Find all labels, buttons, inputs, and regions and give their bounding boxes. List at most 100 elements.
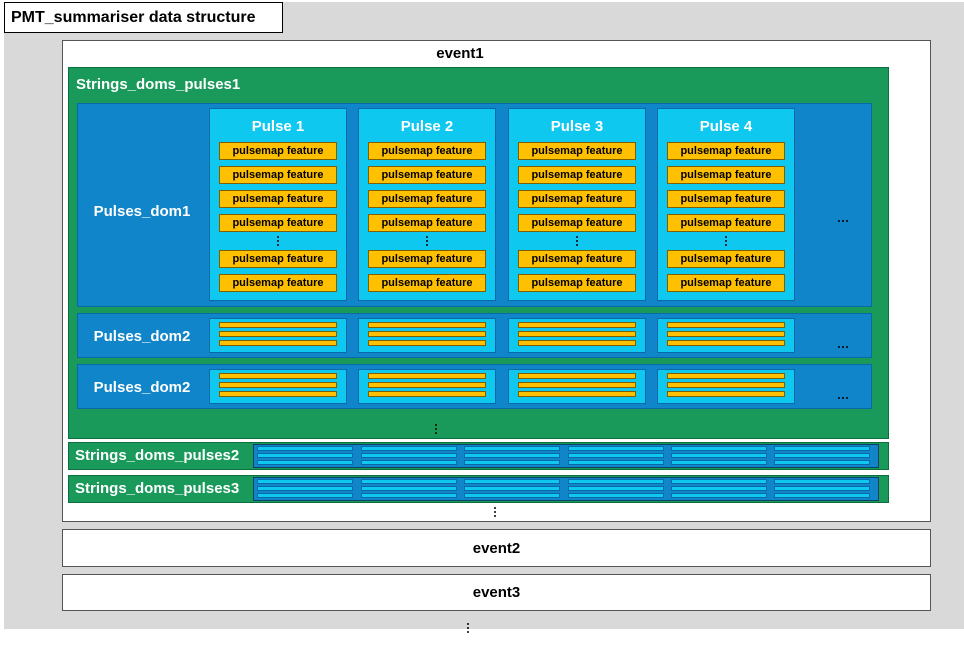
dom1-more-pulses-ellipsis xyxy=(838,209,850,227)
event3-box: event3 xyxy=(62,574,931,611)
pulsemap-feature: pulsemap feature xyxy=(368,250,486,268)
pulsemap-feature-bar xyxy=(219,331,337,337)
sdp2-collapsed-pulse xyxy=(257,460,353,465)
more-doms-ellipsis xyxy=(434,424,438,436)
pulsemap-feature: pulsemap feature xyxy=(219,142,337,160)
pulsemap-feature-bar xyxy=(368,340,486,346)
sdp2-collapsed-pulse xyxy=(361,453,457,458)
sdp2-collapsed-pulse xyxy=(774,460,870,465)
pulsemap-feature: pulsemap feature xyxy=(667,190,785,208)
pulse-label-1: Pulse 1 xyxy=(251,117,305,135)
sdp3-collapsed-pulse xyxy=(361,493,457,498)
sdp2-collapsed-pulse xyxy=(464,446,560,451)
pulsemap-feature: pulsemap feature xyxy=(368,190,486,208)
pulsemap-feature-bar xyxy=(219,382,337,388)
pulsemap-feature-bar xyxy=(518,382,636,388)
sdp2-collapsed-pulse xyxy=(774,453,870,458)
pulsemap-feature-bar xyxy=(219,391,337,397)
sdp3-collapsed-pulse xyxy=(671,493,767,498)
pulsemap-feature-bar xyxy=(518,322,636,328)
pulsemap-feature-bar xyxy=(219,322,337,328)
diagram-title: PMT_summariser data structure xyxy=(4,2,283,33)
sdp2-collapsed-pulse xyxy=(774,446,870,451)
pulsemap-feature: pulsemap feature xyxy=(368,142,486,160)
sdp2-collapsed-pulse xyxy=(568,453,664,458)
sdp2-collapsed-pulse xyxy=(257,446,353,451)
event3-label: event3 xyxy=(472,584,521,601)
strings-doms-pulses3-label: Strings_doms_pulses3 xyxy=(75,480,240,497)
sdp2-collapsed-pulse xyxy=(671,460,767,465)
pulsemap-feature: pulsemap feature xyxy=(219,166,337,184)
sdp3-collapsed-pulse xyxy=(568,493,664,498)
pulsemap-feature: pulsemap feature xyxy=(518,142,636,160)
sdp3-collapsed-pulse xyxy=(361,479,457,484)
pulsemap-feature: pulsemap feature xyxy=(667,250,785,268)
pulsemap-feature-bar xyxy=(667,331,785,337)
sdp3-collapsed-pulse xyxy=(464,486,560,491)
event2-box: event2 xyxy=(62,529,931,567)
pulsemap-feature-bar xyxy=(667,322,785,328)
more-features-ellipsis xyxy=(724,236,728,248)
sdp2-collapsed-pulse xyxy=(257,453,353,458)
pulsemap-feature: pulsemap feature xyxy=(667,142,785,160)
pulsemap-feature-bar xyxy=(667,373,785,379)
sdp3-collapsed-pulse xyxy=(257,493,353,498)
sdp3-collapsed-pulse xyxy=(568,479,664,484)
pulsemap-feature-bar xyxy=(518,331,636,337)
pulsemap-feature: pulsemap feature xyxy=(518,166,636,184)
sdp2-collapsed-pulse xyxy=(464,460,560,465)
pulse-label-2: Pulse 2 xyxy=(400,117,454,135)
pulsemap-feature-bar xyxy=(518,373,636,379)
pulsemap-feature: pulsemap feature xyxy=(368,166,486,184)
sdp2-collapsed-pulse xyxy=(671,453,767,458)
sdp3-collapsed-pulse xyxy=(257,479,353,484)
more-events-ellipsis xyxy=(466,623,470,635)
event2-label: event2 xyxy=(472,539,521,557)
sdp3-collapsed-pulse xyxy=(568,486,664,491)
dom2a-more-pulses-ellipsis xyxy=(838,335,850,353)
pulsemap-feature: pulsemap feature xyxy=(518,250,636,268)
pulsemap-feature: pulsemap feature xyxy=(219,190,337,208)
pulses-dom1-label: Pulses_dom1 xyxy=(93,202,191,220)
pulsemap-feature: pulsemap feature xyxy=(667,214,785,232)
pulsemap-feature-bar xyxy=(667,382,785,388)
strings-doms-pulses2-label: Strings_doms_pulses2 xyxy=(75,447,240,464)
sdp3-collapsed-pulse xyxy=(671,479,767,484)
more-features-ellipsis xyxy=(276,236,280,248)
dom2b-more-pulses-ellipsis xyxy=(838,386,850,404)
sdp2-collapsed-pulse xyxy=(464,453,560,458)
pulsemap-feature-bar xyxy=(219,373,337,379)
pulsemap-feature: pulsemap feature xyxy=(219,214,337,232)
sdp3-collapsed-pulse xyxy=(774,493,870,498)
pulsemap-feature: pulsemap feature xyxy=(518,214,636,232)
sdp2-collapsed-pulse xyxy=(568,460,664,465)
pulsemap-feature-bar xyxy=(667,340,785,346)
more-features-ellipsis xyxy=(425,236,429,248)
pulses-dom2-label-a: Pulses_dom2 xyxy=(93,327,191,345)
sdp2-collapsed-pulse xyxy=(361,460,457,465)
pulsemap-feature-bar xyxy=(518,391,636,397)
pulsemap-feature-bar xyxy=(368,391,486,397)
pulsemap-feature: pulsemap feature xyxy=(219,274,337,292)
sdp3-collapsed-pulse xyxy=(464,493,560,498)
sdp2-collapsed-pulse xyxy=(671,446,767,451)
pulsemap-feature: pulsemap feature xyxy=(368,214,486,232)
sdp2-collapsed-pulse xyxy=(568,446,664,451)
sdp3-collapsed-pulse xyxy=(774,479,870,484)
sdp3-collapsed-pulse xyxy=(464,479,560,484)
pulsemap-feature-bar xyxy=(518,340,636,346)
pulse-label-4: Pulse 4 xyxy=(699,117,753,135)
pulsemap-feature-bar xyxy=(368,331,486,337)
sdp3-collapsed-pulse xyxy=(671,486,767,491)
sdp3-collapsed-pulse xyxy=(257,486,353,491)
pulse-label-3: Pulse 3 xyxy=(550,117,604,135)
strings-doms-pulses1-label: Strings_doms_pulses1 xyxy=(76,76,241,93)
pulsemap-feature: pulsemap feature xyxy=(667,274,785,292)
pulsemap-feature: pulsemap feature xyxy=(219,250,337,268)
sdp3-collapsed-pulse xyxy=(361,486,457,491)
pulsemap-feature: pulsemap feature xyxy=(368,274,486,292)
pulsemap-feature-bar xyxy=(368,322,486,328)
pulsemap-feature: pulsemap feature xyxy=(518,190,636,208)
sdp3-collapsed-pulse xyxy=(774,486,870,491)
sdp2-collapsed-pulse xyxy=(361,446,457,451)
